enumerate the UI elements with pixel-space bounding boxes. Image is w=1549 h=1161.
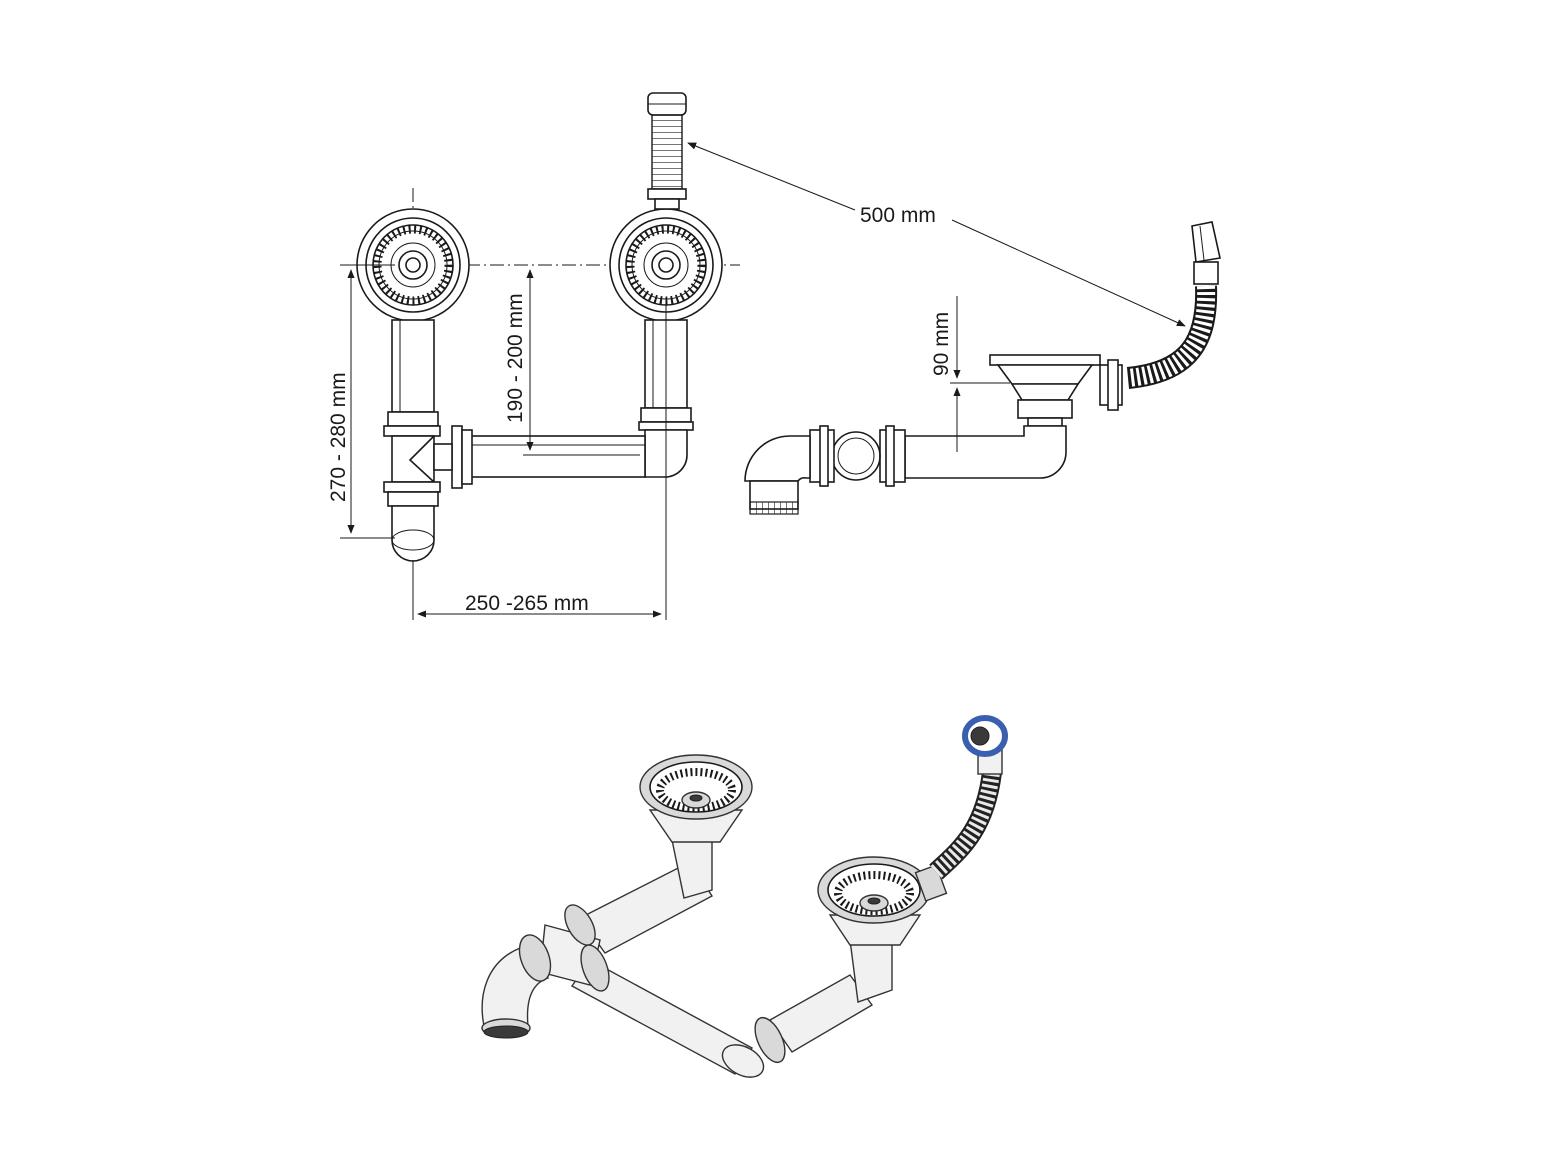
dim-label-strainer-pipe: 190 - 200 mm bbox=[504, 293, 527, 423]
dim-label-spacing: 250 -265 mm bbox=[465, 592, 589, 615]
left-tailpiece bbox=[383, 319, 441, 562]
iso-left-strainer bbox=[639, 754, 753, 843]
iso-overflow-hose bbox=[929, 715, 1008, 880]
dim-hose-length bbox=[687, 142, 1186, 327]
dim-label-total-height: 270 - 280 mm bbox=[327, 372, 350, 502]
strainer-basin-side bbox=[989, 354, 1123, 427]
side-view bbox=[687, 142, 1221, 515]
dim-label-hose-length: 500 mm bbox=[860, 204, 936, 227]
horizontal-pipe bbox=[433, 425, 646, 489]
dim-spacing bbox=[412, 300, 667, 620]
dim-overflow-height bbox=[950, 296, 1010, 452]
dim-label-overflow-height: 90 mm bbox=[930, 312, 953, 376]
iso-right-strainer bbox=[817, 856, 948, 946]
front-view bbox=[340, 92, 740, 620]
isometric-view bbox=[481, 715, 1008, 1078]
overflow-head-side bbox=[1191, 221, 1221, 285]
side-pipe-run bbox=[744, 425, 1067, 515]
overflow-hose-front bbox=[647, 92, 687, 210]
dim-total-height bbox=[340, 264, 395, 539]
dim-strainer-pipe bbox=[523, 269, 640, 456]
